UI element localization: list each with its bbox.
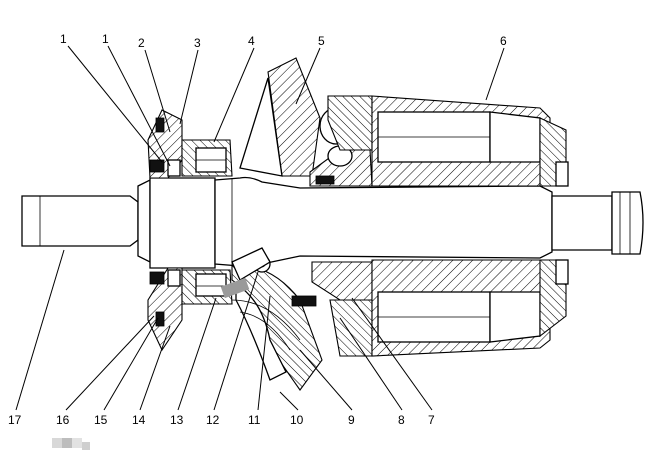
callout-3: 3 <box>194 36 201 50</box>
callout-12: 12 <box>206 413 220 427</box>
callout-1a: 1 <box>60 32 67 46</box>
callout-2: 2 <box>138 36 145 50</box>
front-housing <box>147 109 233 352</box>
callout-17: 17 <box>8 413 22 427</box>
callout-13: 13 <box>170 413 184 427</box>
callout-10: 10 <box>290 413 304 427</box>
pump-housing <box>371 95 569 357</box>
swashplate <box>220 57 323 391</box>
callout-labels: 1 1 2 3 4 5 6 7 8 9 10 11 12 13 14 15 16… <box>8 32 507 427</box>
leader-lines <box>15 45 505 411</box>
watermark-blur <box>52 438 90 450</box>
callout-9: 9 <box>348 413 355 427</box>
callout-7: 7 <box>428 413 435 427</box>
callout-15: 15 <box>94 413 108 427</box>
callout-6: 6 <box>500 34 507 48</box>
callout-11: 11 <box>248 413 261 427</box>
callout-1b: 1 <box>102 32 109 46</box>
callout-8: 8 <box>398 413 405 427</box>
drive-shaft <box>21 176 644 269</box>
callout-16: 16 <box>56 413 70 427</box>
callout-14: 14 <box>132 413 146 427</box>
callout-4: 4 <box>248 34 255 48</box>
cylinder-barrel <box>291 95 373 357</box>
callout-5: 5 <box>318 34 325 48</box>
